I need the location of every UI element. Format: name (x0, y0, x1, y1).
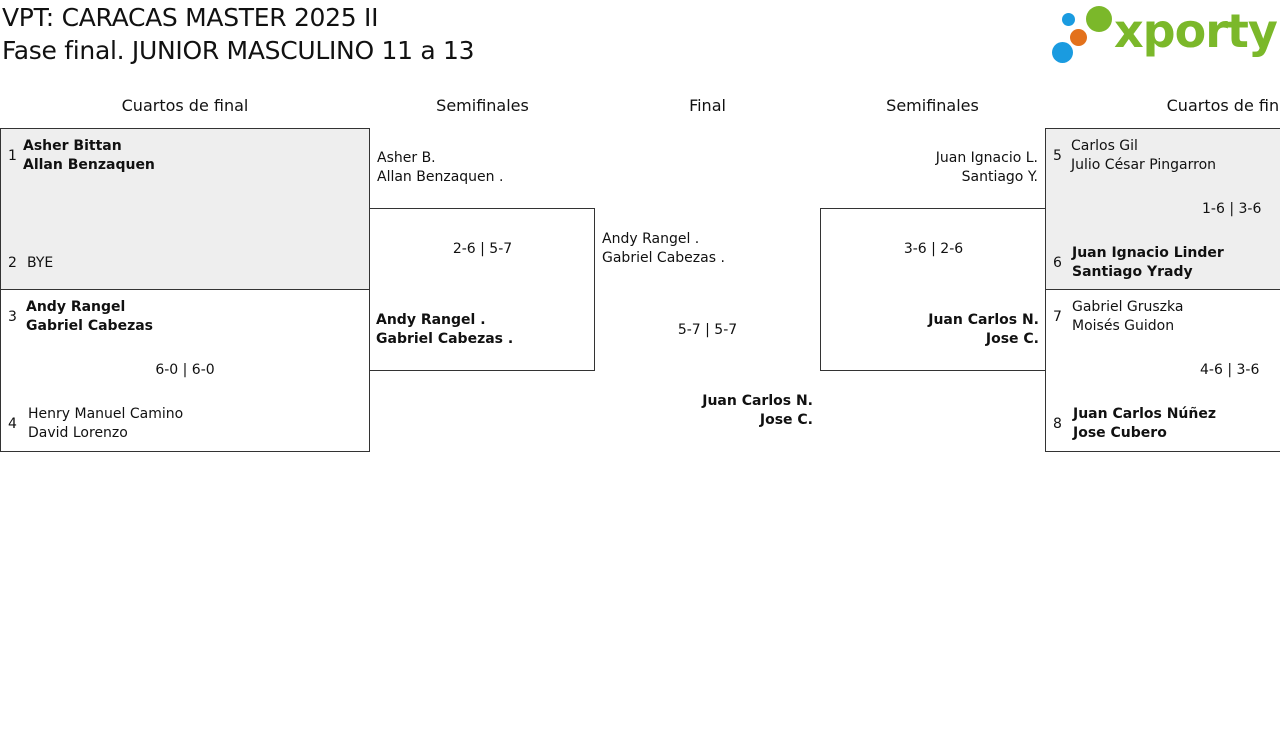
semi-left-team-bottom: Andy Rangel . Gabriel Cabezas . (376, 311, 513, 349)
match-left-quarter-2: 3 Andy Rangel Gabriel Cabezas 6-0 | 6-0 … (0, 289, 370, 452)
team-name: BYE (27, 254, 53, 273)
column-header-left-quarters: Cuartos de final (121, 96, 249, 115)
seed-number: 7 (1053, 309, 1062, 325)
player-name: Gabriel Cabezas . (376, 331, 514, 347)
player-name: Juan Carlos N. (928, 312, 1039, 328)
player-name: Gabriel Gruszka (1072, 299, 1184, 315)
player-name: BYE (27, 255, 54, 271)
player-name: Jose C. (759, 412, 813, 428)
player-name: Juan Carlos N. (702, 393, 813, 409)
team-name: Andy Rangel Gabriel Cabezas (26, 298, 153, 336)
semi-left-team-top: Asher B. Allan Benzaquen . (377, 149, 503, 187)
column-header-right-quarters: Cuartos de final (1166, 96, 1280, 115)
player-name: Gabriel Cabezas . (602, 250, 725, 266)
semi-right-team-bottom: Juan Carlos N. Jose C. (821, 311, 1039, 349)
player-name: Asher B. (377, 150, 436, 166)
match-score: 2-6 | 5-7 (452, 241, 513, 257)
player-name: Jose Cubero (1073, 425, 1167, 441)
match-right-semi: 3-6 | 2-6 Juan Carlos N. Jose C. (820, 208, 1046, 371)
player-name: Asher Bittan (23, 138, 122, 154)
page-subtitle: Fase final. JUNIOR MASCULINO 11 a 13 (2, 36, 475, 65)
player-name: Jose C. (985, 331, 1039, 347)
match-left-semi: 2-6 | 5-7 Andy Rangel . Gabriel Cabezas … (370, 208, 595, 371)
team-name: Gabriel Gruszka Moisés Guidon (1072, 298, 1183, 336)
team-name: Henry Manuel Camino David Lorenzo (28, 405, 183, 443)
page-title: VPT: CARACAS MASTER 2025 II (2, 3, 379, 32)
final-score: 5-7 | 5-7 (677, 322, 738, 338)
match-score: 3-6 | 2-6 (903, 241, 964, 257)
team-name: Carlos Gil Julio César Pingarron (1071, 137, 1216, 175)
column-header-right-semis: Semifinales (886, 96, 979, 115)
player-name: Andy Rangel (26, 299, 126, 315)
xporty-logo: xporty (1052, 4, 1278, 66)
team-name: Juan Ignacio Linder Santiago Yrady (1072, 244, 1224, 282)
player-name: Santiago Y. (961, 169, 1038, 185)
column-header-left-semis: Semifinales (436, 96, 529, 115)
logo-text: xporty (1114, 4, 1278, 58)
match-score: 6-0 | 6-0 (155, 362, 215, 378)
final-team-bottom: Juan Carlos N. Jose C. (595, 392, 813, 430)
match-right-quarter-2: 7 Gabriel Gruszka Moisés Guidon 4-6 | 3-… (1045, 289, 1280, 452)
player-name: Gabriel Cabezas (26, 318, 153, 334)
semi-right-team-top: Juan Ignacio L. Santiago Y. (820, 149, 1038, 187)
match-left-quarter-1: 1 Asher Bittan Allan Benzaquen 2 BYE (0, 128, 370, 290)
seed-number: 6 (1053, 255, 1062, 271)
match-right-quarter-1: 5 Carlos Gil Julio César Pingarron 1-6 |… (1045, 128, 1280, 290)
seed-number: 8 (1053, 416, 1062, 432)
player-name: Andy Rangel . (376, 312, 486, 328)
match-score: 1-6 | 3-6 (1202, 201, 1262, 217)
player-name: Allan Benzaquen . (377, 169, 504, 185)
logo-dot-blue-small (1062, 13, 1075, 26)
match-score: 4-6 | 3-6 (1200, 362, 1260, 378)
player-name: Andy Rangel . (602, 231, 700, 247)
player-name: Allan Benzaquen (23, 157, 155, 173)
seed-number: 3 (8, 309, 17, 325)
team-name: Asher Bittan Allan Benzaquen (23, 137, 155, 175)
seed-number: 2 (8, 255, 17, 271)
player-name: Julio César Pingarron (1071, 157, 1217, 173)
logo-dot-green (1086, 6, 1112, 32)
player-name: Juan Carlos Núñez (1073, 406, 1217, 422)
seed-number: 4 (8, 416, 17, 432)
logo-dot-orange (1070, 29, 1087, 46)
player-name: Henry Manuel Camino (28, 406, 184, 422)
player-name: Moisés Guidon (1072, 318, 1175, 334)
player-name: David Lorenzo (28, 425, 128, 441)
seed-number: 5 (1053, 148, 1062, 164)
seed-number: 1 (8, 148, 17, 164)
player-name: Juan Ignacio L. (935, 150, 1038, 166)
final-team-top: Andy Rangel . Gabriel Cabezas . (602, 230, 725, 268)
column-header-final: Final (689, 96, 726, 115)
player-name: Santiago Yrady (1072, 264, 1193, 280)
player-name: Carlos Gil (1071, 138, 1138, 154)
logo-dot-blue (1052, 42, 1073, 63)
team-name: Juan Carlos Núñez Jose Cubero (1073, 405, 1216, 443)
player-name: Juan Ignacio Linder (1072, 245, 1224, 261)
